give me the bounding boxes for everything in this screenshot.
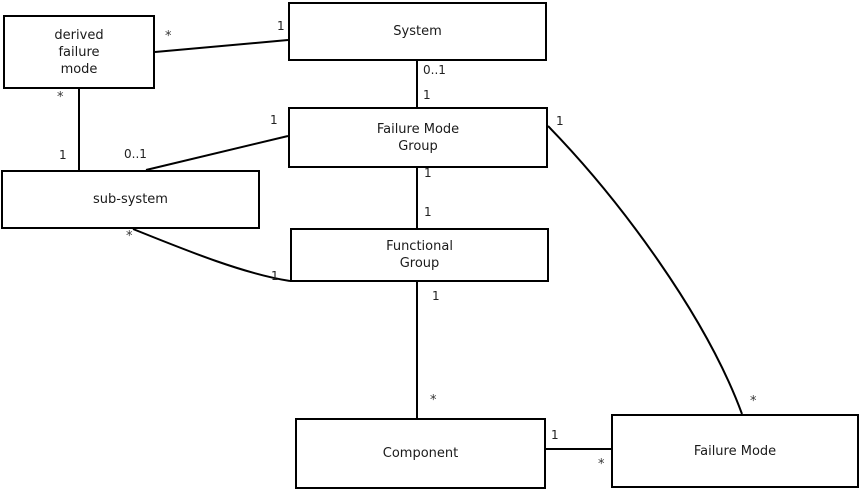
multiplicity-label: 1: [423, 88, 431, 102]
class-label-derived-failure-mode: derived failure mode: [54, 27, 104, 77]
edge-subsystem-fg: [132, 228, 291, 282]
class-box-failure-mode-group[interactable]: Failure Mode Group: [288, 107, 548, 168]
class-label-component: Component: [382, 446, 459, 461]
class-box-sub-system[interactable]: sub-system: [1, 170, 260, 229]
class-label-failure-mode: Failure Mode: [693, 443, 777, 459]
class-box-system[interactable]: System: [288, 2, 547, 61]
class-box-derived-failure-mode[interactable]: derived failure mode: [3, 15, 155, 89]
multiplicity-label: 1: [551, 428, 559, 442]
class-box-component[interactable]: Component: [295, 418, 546, 489]
multiplicity-label: 1: [277, 19, 285, 33]
class-label-sub-system: sub-system: [93, 192, 168, 207]
class-label-functional-group: Functional Group: [386, 239, 453, 271]
multiplicity-label: 1: [271, 269, 279, 283]
multiplicity-label: 1: [424, 205, 432, 219]
class-box-failure-mode[interactable]: Failure Mode: [611, 414, 859, 488]
edge-subsystem-fmg: [145, 135, 289, 171]
multiplicity-label: 0..1: [124, 147, 147, 161]
multiplicity-label: *: [430, 393, 437, 408]
multiplicity-label: *: [57, 90, 64, 105]
multiplicity-label: 1: [59, 148, 67, 162]
class-label-system: System: [393, 24, 442, 39]
class-label-failure-mode-group: Failure Mode Group: [376, 121, 460, 154]
multiplicity-label: 1: [556, 114, 564, 128]
multiplicity-label: 1: [270, 113, 278, 127]
multiplicity-label: *: [126, 229, 133, 244]
multiplicity-label: 1: [432, 289, 440, 303]
multiplicity-label: 1: [424, 166, 432, 180]
edge-dfm-system: [154, 39, 289, 53]
multiplicity-label: 0..1: [423, 63, 446, 77]
edge-fmg-fm: [547, 125, 743, 415]
multiplicity-label: *: [598, 457, 605, 472]
multiplicity-label: *: [165, 29, 172, 44]
class-box-functional-group[interactable]: Functional Group: [290, 228, 549, 282]
multiplicity-label: *: [750, 394, 757, 409]
